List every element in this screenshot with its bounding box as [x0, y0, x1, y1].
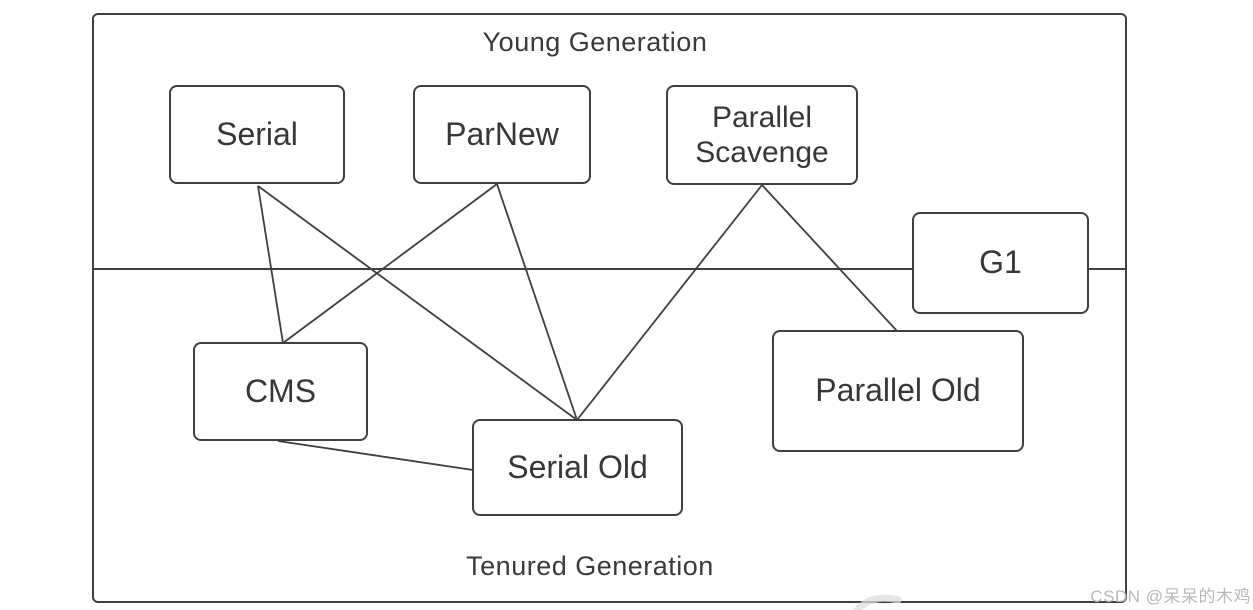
- edge-parallel-scavenge-serial-old: [576, 184, 763, 421]
- edge-parnew-cms: [282, 183, 498, 344]
- edge-parnew-serial-old: [496, 183, 578, 421]
- edge-serial-cms: [257, 185, 284, 344]
- node-cms-label: CMS: [244, 372, 317, 409]
- node-serial-label: Serial: [216, 115, 298, 152]
- node-parallel-scavenge-label: Parallel Scavenge: [695, 100, 829, 169]
- node-parallel-old-label: Parallel Old: [815, 372, 981, 409]
- edge-cms-serial-old: [277, 440, 474, 471]
- node-serial-old: Serial Old: [472, 419, 683, 516]
- node-parnew: ParNew: [413, 85, 591, 184]
- csdn-watermark: CSDN @呆呆的木鸡: [1090, 587, 1251, 606]
- node-g1-label: G1: [979, 244, 1022, 281]
- node-parallel-scavenge: Parallel Scavenge: [666, 85, 858, 185]
- node-serial: Serial: [169, 85, 345, 184]
- node-g1: G1: [912, 212, 1089, 314]
- node-cms: CMS: [193, 342, 368, 441]
- edge-serial-serial-old: [257, 185, 578, 421]
- watermark-fragment: [852, 594, 902, 610]
- tenured-generation-label: Tenured Generation: [466, 551, 714, 581]
- young-generation-label: Young Generation: [482, 27, 708, 57]
- node-parnew-label: ParNew: [445, 115, 559, 152]
- node-parallel-old: Parallel Old: [772, 330, 1024, 452]
- edge-parallel-scavenge-parallel-old: [761, 184, 898, 332]
- node-serial-old-label: Serial Old: [507, 448, 648, 485]
